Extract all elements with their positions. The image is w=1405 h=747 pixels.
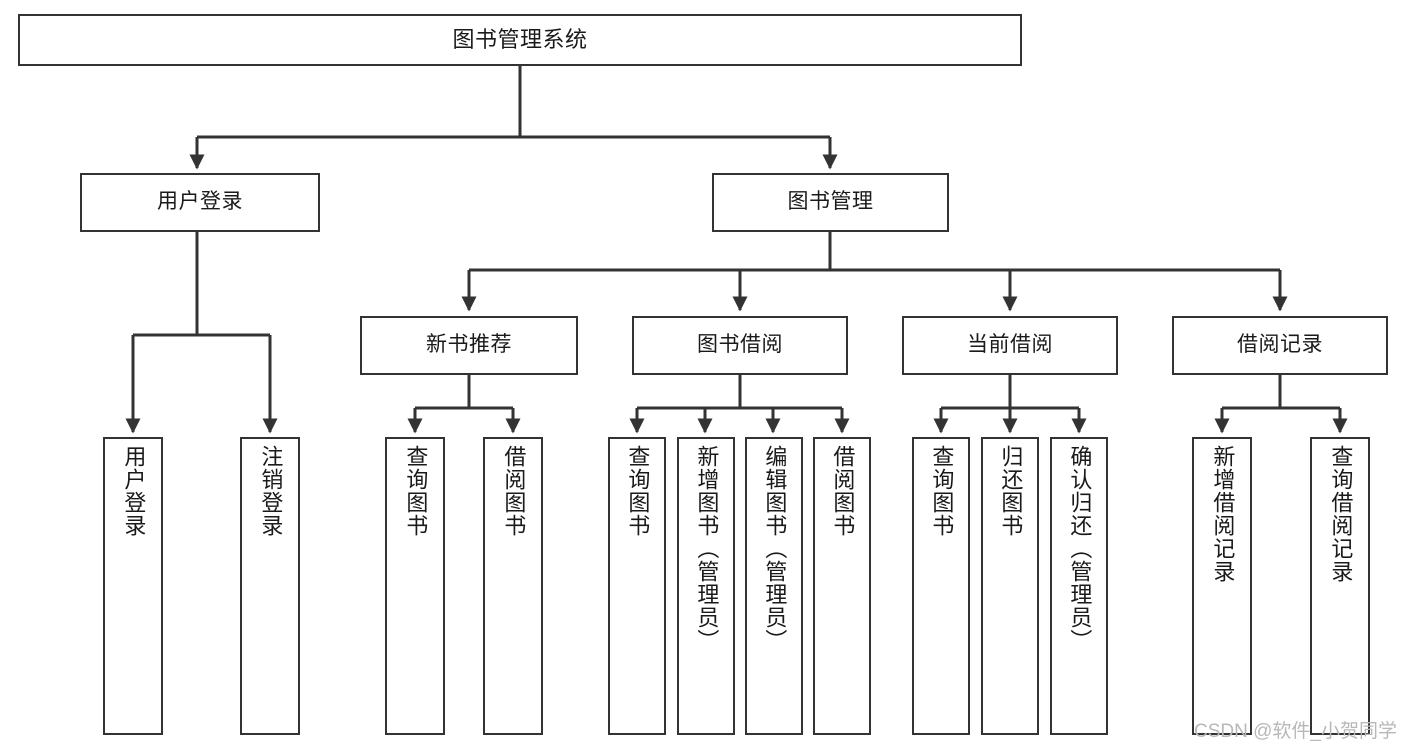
leaf-return-book[interactable]: 归还图书: [981, 437, 1039, 735]
node-user-login[interactable]: 用户登录: [80, 173, 320, 232]
node-label: 确认归还（管理员）: [1067, 445, 1093, 652]
node-new-book-recommend[interactable]: 新书推荐: [360, 316, 578, 375]
node-current-borrow[interactable]: 当前借阅: [902, 316, 1118, 375]
node-label: 新增图书（管理员）: [694, 445, 720, 652]
node-label: 用户登录: [157, 190, 243, 214]
node-label: 查询图书: [625, 445, 651, 537]
leaf-add-borrow-record[interactable]: 新增借阅记录: [1192, 437, 1252, 735]
leaf-query-borrow-record[interactable]: 查询借阅记录: [1310, 437, 1370, 735]
node-label: 图书借阅: [697, 333, 783, 357]
node-label: 借阅图书: [830, 445, 856, 537]
leaf-query-book-current[interactable]: 查询图书: [912, 437, 970, 735]
node-book-borrow[interactable]: 图书借阅: [632, 316, 848, 375]
node-book-management[interactable]: 图书管理: [712, 173, 949, 232]
node-label: 归还图书: [998, 445, 1024, 537]
node-label: 查询图书: [929, 445, 955, 537]
node-label: 查询借阅记录: [1328, 445, 1354, 583]
node-label: 图书管理: [787, 190, 874, 214]
leaf-logout-login[interactable]: 注销登录: [240, 437, 300, 735]
node-borrow-record[interactable]: 借阅记录: [1172, 316, 1388, 375]
leaf-edit-book-admin[interactable]: 编辑图书（管理员）: [745, 437, 803, 735]
leaf-query-book-recommend[interactable]: 查询图书: [385, 437, 445, 735]
node-label: 用户登录: [121, 445, 147, 537]
leaf-borrow-book-recommend[interactable]: 借阅图书: [483, 437, 543, 735]
node-label: 借阅记录: [1237, 333, 1323, 357]
leaf-query-book-borrow[interactable]: 查询图书: [608, 437, 666, 735]
node-label: 借阅图书: [501, 445, 527, 537]
leaf-borrow-book[interactable]: 借阅图书: [813, 437, 871, 735]
leaf-add-book-admin[interactable]: 新增图书（管理员）: [677, 437, 735, 735]
node-label: 当前借阅: [967, 333, 1053, 357]
leaf-user-login[interactable]: 用户登录: [103, 437, 163, 735]
node-label: 新书推荐: [426, 333, 512, 357]
csdn-watermark: CSDN @软件_小贺同学: [1194, 721, 1397, 742]
leaf-confirm-return-admin[interactable]: 确认归还（管理员）: [1050, 437, 1108, 735]
node-label: 编辑图书（管理员）: [762, 445, 788, 652]
node-label: 查询图书: [403, 445, 429, 537]
node-label: 图书管理系统: [452, 27, 588, 53]
node-label: 注销登录: [258, 445, 284, 537]
node-label: 新增借阅记录: [1210, 445, 1236, 583]
node-root-book-management-system[interactable]: 图书管理系统: [18, 14, 1022, 66]
